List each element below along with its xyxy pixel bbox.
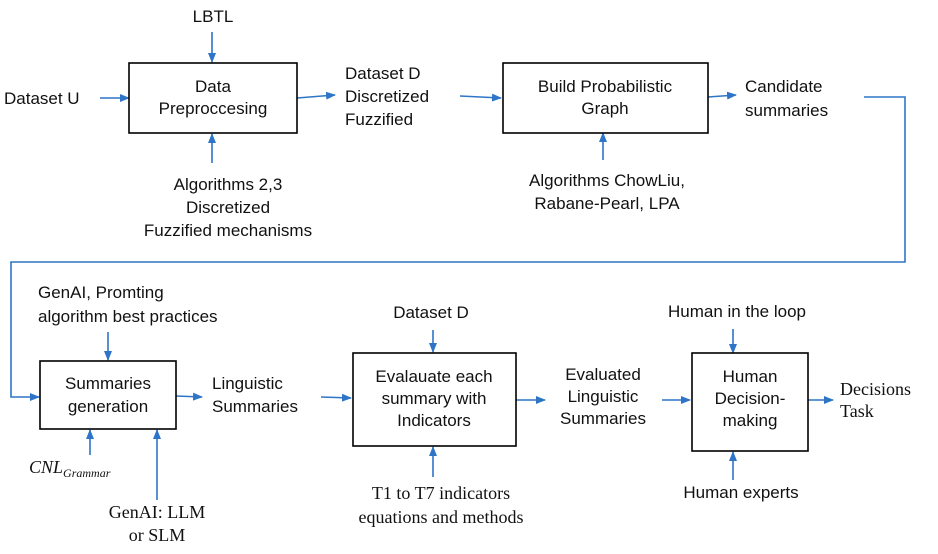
label-line: Discretized: [345, 87, 429, 106]
label-line: making: [723, 411, 778, 430]
box-data-preprocessing: [128, 62, 298, 134]
label-line: Human: [723, 367, 778, 386]
label-line: Candidate: [745, 77, 823, 96]
label-line: Algorithms ChowLiu,: [529, 171, 685, 190]
label-line: T1 to T7 indicators: [372, 483, 510, 503]
label-line: Graph: [581, 99, 628, 118]
label-line: Fuzzified: [345, 110, 413, 129]
label-line: Discretized: [186, 198, 270, 217]
label-dataset-u: Dataset U: [4, 89, 80, 108]
arrow-linguistic-to-evaluate: [320, 393, 352, 402]
connectors: [10, 32, 906, 500]
label-line: Linguistic: [568, 387, 639, 406]
label-line: LBTL: [193, 7, 234, 26]
connector-candidate-to-generation: [10, 96, 906, 401]
label-line: summary with: [382, 389, 487, 408]
label-line: Decisions: [840, 379, 911, 399]
label-line: Preproccesing: [159, 99, 268, 118]
label-line: algorithm best practices: [38, 307, 218, 326]
label-line: Dataset D: [393, 303, 469, 322]
label-line: Decision-: [715, 389, 786, 408]
label-line: Human in the loop: [668, 302, 806, 321]
arrow-graph-to-candidate: [707, 91, 737, 100]
label-line: GenAI: LLM: [109, 502, 205, 522]
node-summaries-generation: Summaries generation: [65, 374, 151, 416]
box-human-decision: [691, 352, 809, 452]
label-candidate-summaries: Candidate summaries: [745, 77, 828, 120]
label-genai-prompting: GenAI, Promting algorithm best practices: [38, 283, 218, 326]
arrow-dataset-d-to-graph: [459, 93, 502, 102]
label-line: Data: [195, 77, 231, 96]
label-human-in-the-loop: Human in the loop: [668, 302, 806, 321]
box-summaries-generation: [39, 360, 177, 430]
label-line: Evaluated: [565, 365, 641, 384]
arrow-preprocessing-to-dataset-d: [296, 91, 336, 100]
label-line: Rabane-Pearl, LPA: [534, 194, 680, 213]
label-line: Linguistic: [212, 374, 283, 393]
label-line: or SLM: [129, 525, 186, 545]
label-lbtl: LBTL: [193, 7, 234, 26]
process-boxes: [39, 62, 809, 452]
label-line: Dataset U: [4, 89, 80, 108]
label-line: generation: [68, 397, 148, 416]
label-t1-t7: T1 to T7 indicators equations and methods: [359, 483, 524, 527]
box-evaluate: [352, 352, 517, 447]
box-build-graph: [502, 62, 709, 134]
label-cnl-grammar: CNLGrammar: [29, 457, 111, 480]
label-line: Indicators: [397, 411, 471, 430]
label-line: Algorithms 2,3: [174, 175, 283, 194]
label-line: Summaries: [560, 409, 646, 428]
label-line: equations and methods: [359, 507, 524, 527]
label-line: Dataset D: [345, 64, 421, 83]
label-human-experts: Human experts: [683, 483, 798, 502]
arrow-generation-to-linguistic: [175, 392, 203, 401]
label-dataset-d: Dataset D: [393, 303, 469, 322]
label-line: GenAI, Promting: [38, 283, 164, 302]
label-line: Fuzzified mechanisms: [144, 221, 312, 240]
label-genai-llm: GenAI: LLM or SLM: [109, 502, 205, 545]
label-line: Summaries: [65, 374, 151, 393]
label-line: Task: [840, 401, 874, 421]
label-algorithms-chowliu: Algorithms ChowLiu, Rabane-Pearl, LPA: [529, 171, 685, 213]
label-line: Build Probabilistic: [538, 77, 673, 96]
label-line: Human experts: [683, 483, 798, 502]
label-line: Summaries: [212, 397, 298, 416]
label-line: summaries: [745, 101, 828, 120]
label-line: Evalauate each: [375, 367, 492, 386]
